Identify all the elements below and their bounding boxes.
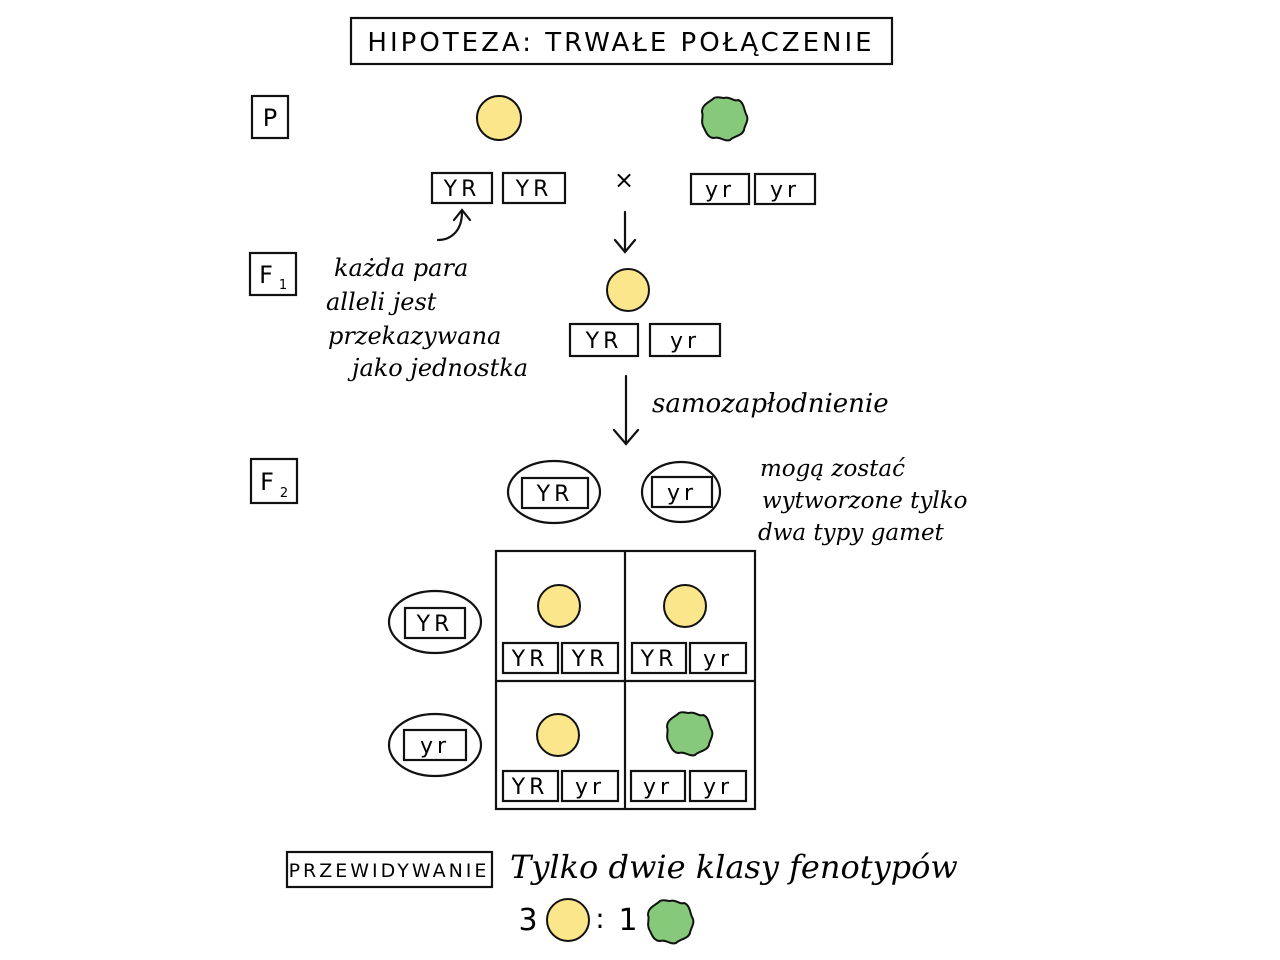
note-line: przekazywana bbox=[328, 322, 501, 350]
note-line: dwa typy gamet bbox=[758, 520, 945, 546]
allele-label: yr bbox=[575, 775, 605, 800]
yellow-round-seed-icon bbox=[476, 95, 522, 141]
allele-box bbox=[648, 322, 722, 358]
allele-box bbox=[560, 641, 620, 675]
prediction-text: Tylko dwie klasy fenotypów bbox=[510, 848, 958, 886]
allele-box bbox=[688, 641, 748, 675]
ratio-separator: : bbox=[595, 902, 604, 935]
allele-label: yr bbox=[420, 734, 450, 759]
yellow-round-seed-icon bbox=[546, 898, 590, 942]
generation-p-box bbox=[250, 94, 290, 140]
allele-box bbox=[501, 641, 560, 675]
arrowhead-icon bbox=[612, 428, 640, 446]
allele-label: yr bbox=[670, 329, 700, 354]
allele-label: yr bbox=[703, 647, 733, 672]
allele-label: YR bbox=[585, 329, 623, 354]
allele-label: yr bbox=[705, 178, 735, 203]
ratio-left: 3 bbox=[518, 903, 537, 938]
yellow-round-seed-icon bbox=[606, 268, 650, 312]
allele-label: yr bbox=[667, 481, 697, 506]
allele-box bbox=[568, 322, 640, 358]
arrowhead-icon bbox=[452, 208, 472, 222]
note-line: jako jednostka bbox=[347, 354, 528, 382]
allele-label: YR bbox=[640, 647, 678, 672]
allele-label: yr bbox=[703, 775, 733, 800]
generation-f2-label: F bbox=[260, 468, 274, 496]
allele-box bbox=[501, 171, 567, 205]
allele-box bbox=[630, 641, 688, 675]
prediction-label-box bbox=[285, 850, 494, 889]
note-line: alleli jest bbox=[326, 288, 437, 316]
generation-p-label: P bbox=[263, 104, 277, 132]
note-line: mogą zostać bbox=[760, 456, 905, 482]
allele-box bbox=[403, 606, 467, 640]
allele-box bbox=[430, 171, 494, 205]
selfing-label: samozapłodnienie bbox=[652, 389, 889, 419]
page-title: HIPOTEZA: TRWAŁE POŁĄCZENIE bbox=[367, 28, 874, 58]
yellow-round-seed-icon bbox=[663, 584, 707, 628]
ratio-right: 1 bbox=[618, 903, 637, 938]
allele-label: YR bbox=[536, 482, 574, 507]
yellow-round-seed-icon bbox=[536, 713, 580, 757]
allele-box bbox=[629, 769, 687, 803]
allele-box bbox=[753, 172, 817, 206]
curved-arrow-icon bbox=[436, 210, 464, 242]
cross-symbol: × bbox=[614, 166, 634, 194]
allele-label: yr bbox=[770, 178, 800, 203]
allele-label: YR bbox=[511, 775, 549, 800]
allele-label: YR bbox=[515, 177, 553, 202]
green-wrinkled-seed-icon bbox=[701, 96, 749, 142]
generation-f1-label: F bbox=[259, 261, 273, 289]
note-line: wytworzone tylko bbox=[762, 488, 968, 514]
prediction-label: PRZEWIDYWANIE bbox=[289, 860, 490, 882]
allele-label: yr bbox=[643, 775, 673, 800]
allele-box bbox=[560, 769, 620, 803]
arrowhead-icon bbox=[613, 238, 637, 254]
generation-f2-box bbox=[249, 457, 299, 505]
yellow-round-seed-icon bbox=[537, 584, 581, 628]
generation-f2-subscript: 2 bbox=[280, 486, 288, 501]
allele-box bbox=[501, 769, 560, 803]
allele-box bbox=[689, 172, 751, 206]
green-wrinkled-seed-icon bbox=[647, 899, 695, 945]
title-box bbox=[349, 16, 894, 66]
allele-label: YR bbox=[571, 647, 609, 672]
allele-box bbox=[520, 476, 590, 510]
note-line: każda para bbox=[334, 254, 468, 282]
allele-box bbox=[650, 475, 714, 509]
allele-label: YR bbox=[443, 177, 481, 202]
green-wrinkled-seed-icon bbox=[666, 711, 714, 757]
generation-f1-subscript: 1 bbox=[279, 278, 287, 293]
allele-label: YR bbox=[511, 647, 549, 672]
allele-label: YR bbox=[416, 612, 454, 637]
allele-box bbox=[402, 728, 468, 762]
allele-box bbox=[688, 769, 748, 803]
generation-f1-box bbox=[248, 251, 298, 297]
